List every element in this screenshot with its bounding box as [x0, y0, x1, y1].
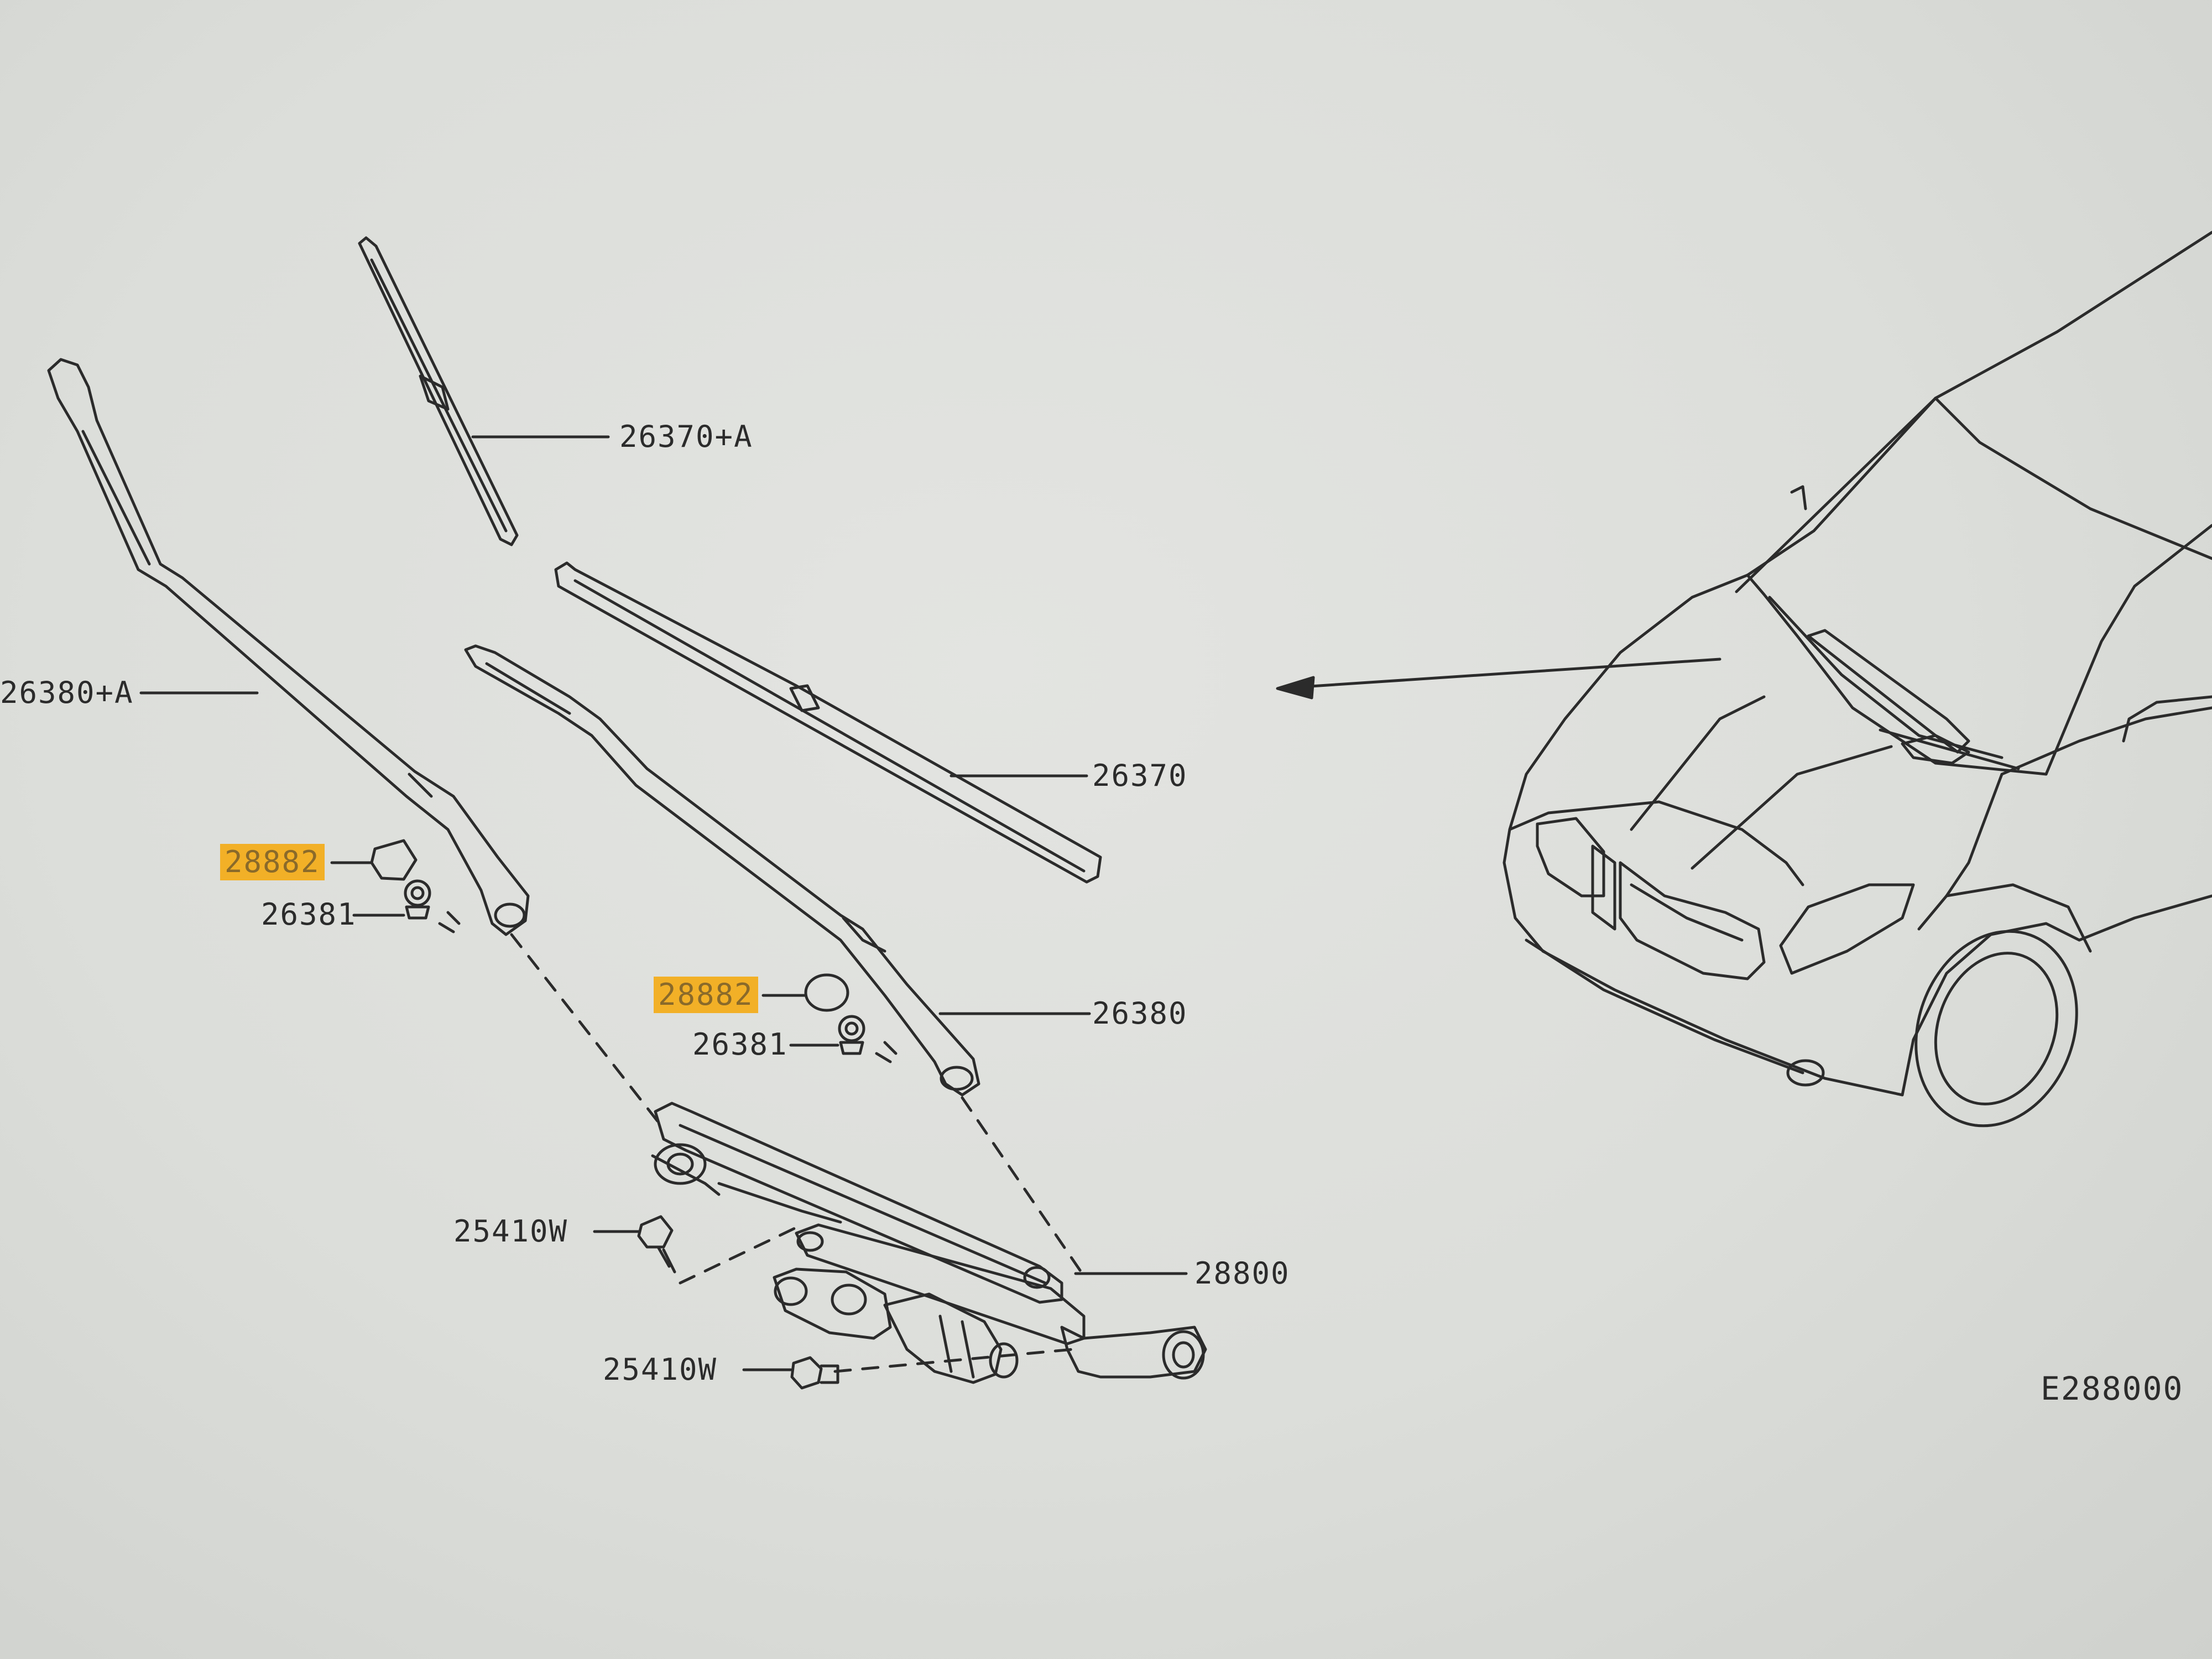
figure-code: E288000 [2041, 1370, 2184, 1407]
label-blade-lh: 26370 [1092, 758, 1188, 793]
label-arm-rh-a: 26380+A [0, 675, 134, 710]
bolt-upper [594, 1217, 675, 1272]
cap-nut-right [763, 975, 896, 1062]
cap-nut-left [332, 841, 459, 932]
wiper-arm-right [466, 646, 1089, 1095]
label-nut-left: 26381 [261, 897, 357, 932]
vehicle-outline [1504, 232, 2212, 1149]
label-linkage-motor: 28800 [1194, 1256, 1290, 1291]
location-arrow [1277, 659, 1720, 698]
label-blade-rh-a: 26370+A [619, 419, 753, 454]
wiper-blade-upper [359, 238, 608, 545]
label-bolt-upper: 25410W [453, 1214, 568, 1249]
bolt-lower [744, 1358, 838, 1388]
label-bolt-lower: 25410W [603, 1352, 718, 1387]
label-cap-left: 28882 [220, 844, 325, 880]
label-nut-right: 26381 [692, 1027, 788, 1062]
label-arm-lh: 26380 [1092, 996, 1188, 1031]
wiper-blade-lower [556, 563, 1100, 882]
wiper-arm-left [49, 359, 528, 935]
wiper-linkage-motor [653, 1103, 1206, 1383]
assembly-dashes [512, 935, 1081, 1371]
label-cap-right: 28882 [654, 977, 758, 1013]
